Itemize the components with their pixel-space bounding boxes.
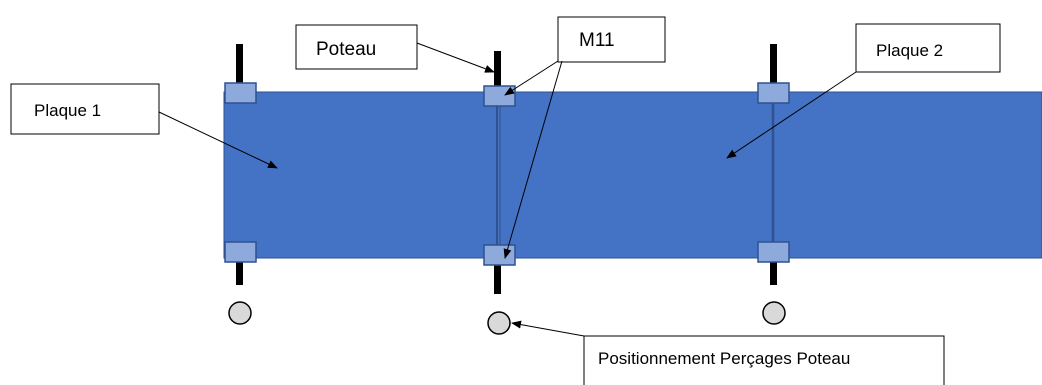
bolt-square-icon [483, 85, 516, 107]
plaque-2-label: Plaque 2 [876, 41, 943, 60]
post-right-bottom [770, 262, 777, 285]
post-middle-bottom [494, 265, 501, 294]
percages-label: Positionnement Perçages Poteau [598, 349, 850, 368]
bolt-square-icon [757, 82, 790, 104]
m11-label: M11 [579, 30, 615, 51]
plaque-1-plate [223, 91, 501, 259]
arrow-icon [726, 71, 857, 159]
post-left-top [236, 44, 243, 88]
poteau-label-box [295, 24, 418, 70]
percages-label-box [583, 335, 945, 385]
bolt-square-icon [224, 82, 257, 104]
drill-hole-icon [762, 301, 786, 325]
arrow-icon [416, 42, 495, 73]
arrow-icon [504, 60, 559, 96]
poteau-label: Poteau [316, 39, 376, 60]
bolt-square-icon [224, 241, 257, 263]
plaque-2-label-box [855, 23, 1001, 73]
post-left-bottom [236, 262, 243, 285]
bolt-square-icon [483, 244, 516, 266]
plaque-1-label-box [10, 83, 160, 135]
post-middle-top [494, 51, 501, 88]
m11-label-box [557, 16, 666, 63]
arrow-icon [503, 60, 563, 259]
plaque-2-plate [499, 91, 1042, 259]
drill-hole-icon [487, 311, 511, 335]
bolt-square-icon [757, 241, 790, 263]
drill-hole-icon [228, 301, 252, 325]
plaque-1-label: Plaque 1 [34, 101, 101, 120]
arrow-icon [158, 111, 278, 169]
arrow-icon [511, 320, 585, 337]
post-right-top [770, 44, 777, 88]
